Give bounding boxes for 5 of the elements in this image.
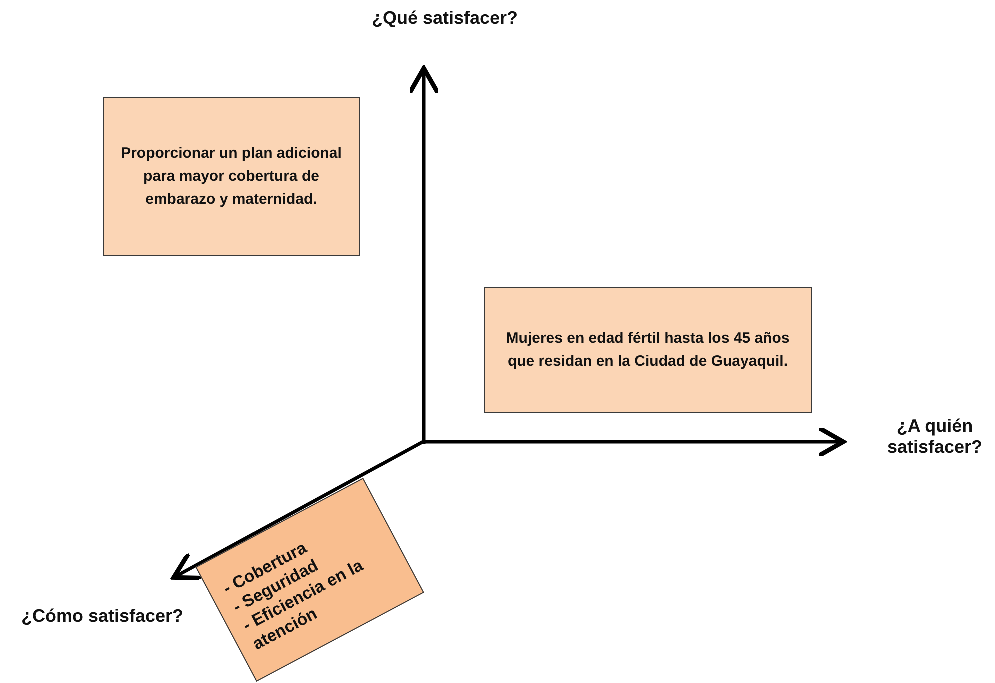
axis-label: ¿Cómo satisfacer? <box>20 606 185 627</box>
axis-label: ¿Qué satisfacer? <box>370 8 520 29</box>
text-box: Proporcionar un plan adicional para mayor cobertura de embarazo y maternidad. <box>103 97 360 256</box>
axis-label: ¿A quién satisfacer? <box>886 416 984 458</box>
text-box: Mujeres en edad fértil hasta los 45 años que residan en la Ciudad de Guayaquil. <box>484 287 812 413</box>
